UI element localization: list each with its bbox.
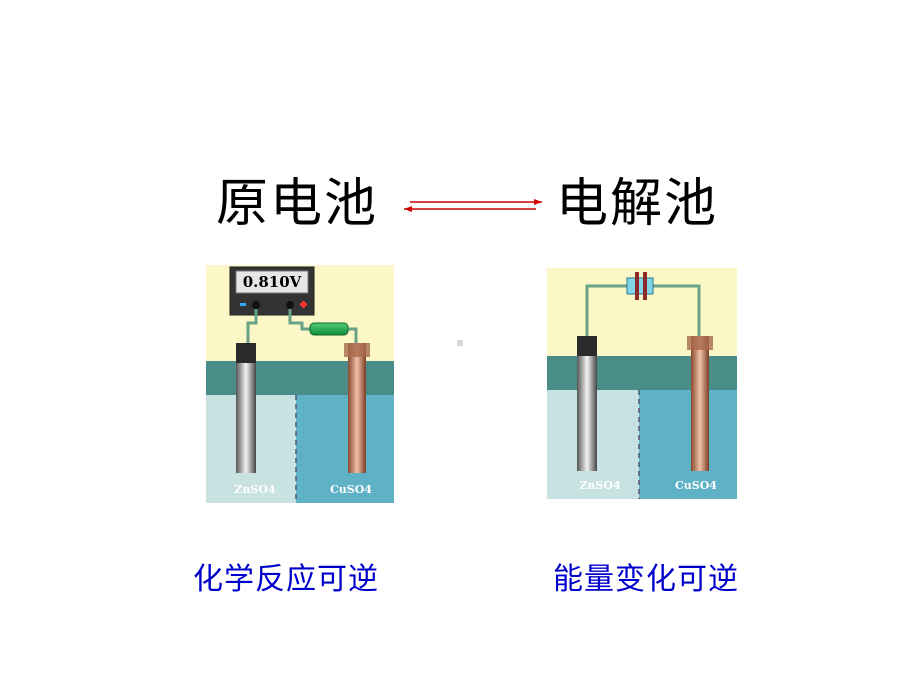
power-source-icon [626,272,654,300]
title-galvanic-cell: 原电池 [216,174,379,234]
double-arrow-icon [404,199,542,212]
zinc-electrode [577,336,597,471]
copper-electrode [691,336,709,471]
solution-label-znso4: ZnSO4 [234,483,276,496]
voltmeter [229,266,315,316]
solution-right [639,390,737,499]
solution-label-cuso4: CuSO4 [675,479,717,492]
divider-dot [457,340,463,346]
wire-circuit [585,284,627,336]
copper-electrode [348,343,366,473]
wire-circuit-right [653,284,701,336]
voltmeter-reading: 0.810V [242,273,302,291]
zinc-electrode [236,343,256,473]
wire-right [288,309,312,331]
title-electrolytic-cell: 电解池 [556,174,719,234]
solution-right [296,395,394,503]
electrolytic-cell-diagram [547,268,737,499]
galvanic-cell-diagram [206,265,394,503]
caption-energy-reversible: 能量变化可逆 [553,562,739,597]
solution-label-cuso4: CuSO4 [330,483,372,496]
resistor [309,322,349,336]
wire-left [246,309,258,343]
caption-reaction-reversible: 化学反应可逆 [193,562,379,597]
solution-label-znso4: ZnSO4 [579,479,621,492]
wire-to-cu [346,327,358,343]
